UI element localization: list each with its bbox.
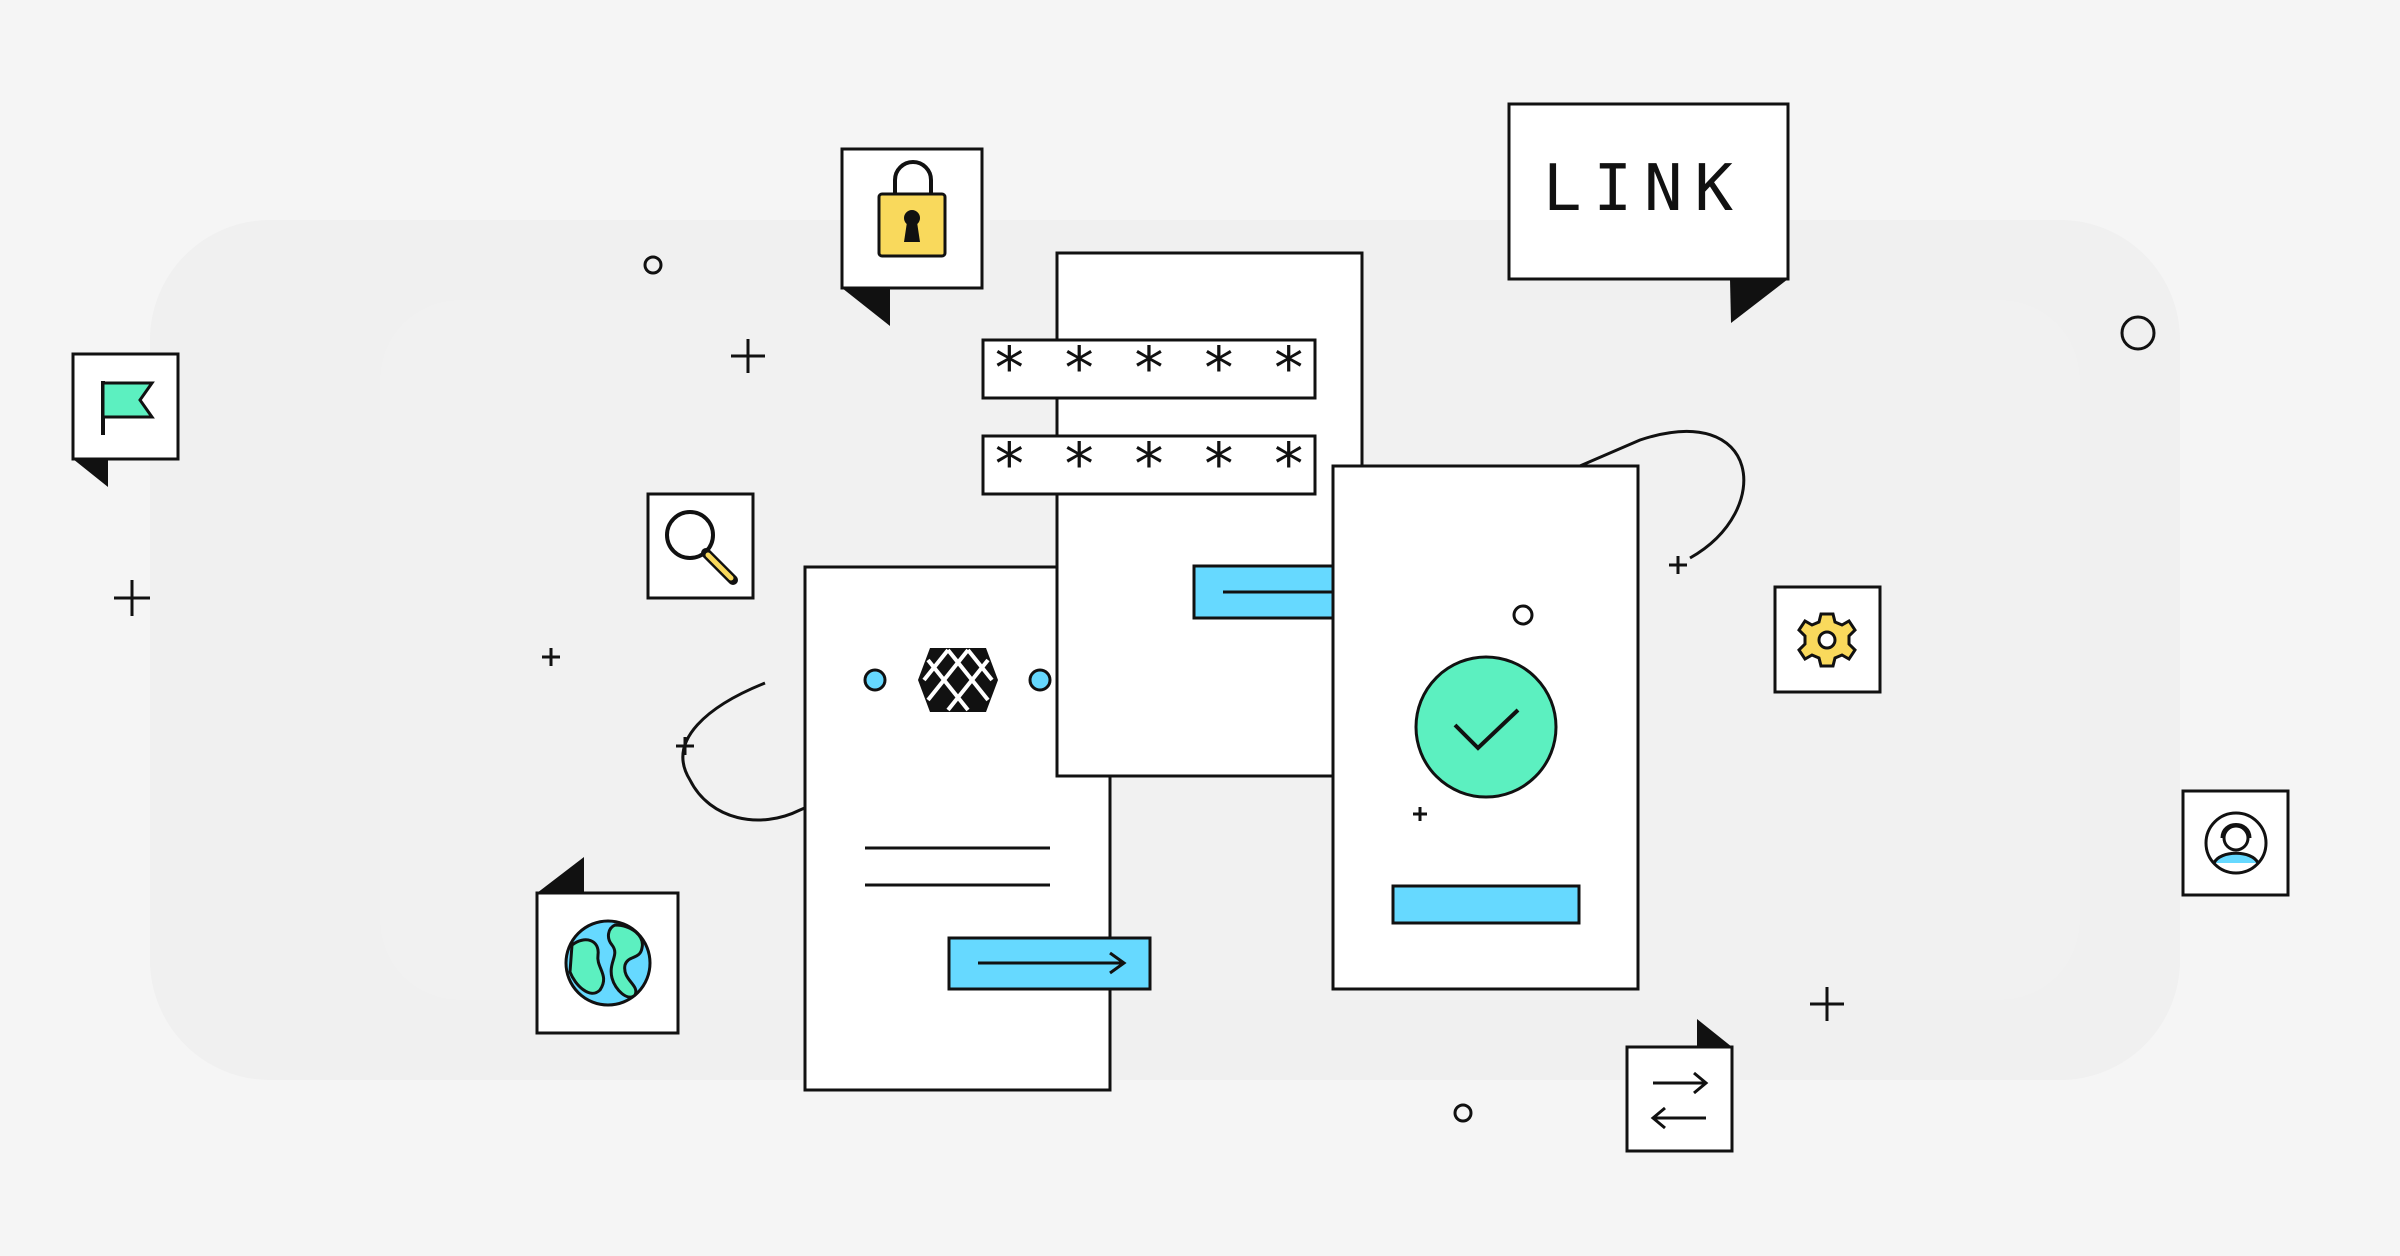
user-badge: [2181, 789, 2290, 897]
password-confirm-field[interactable]: * * * * *: [981, 430, 1317, 498]
lock-icon: [877, 160, 947, 258]
decor-circles: [643, 255, 2156, 1123]
swap-arrows-icon: [1650, 1071, 1709, 1130]
search-badge: [646, 492, 755, 600]
search-icon: [665, 510, 738, 585]
password-card: [1055, 251, 1364, 778]
decor-pluses: [114, 339, 1844, 1021]
confirm-button[interactable]: [1391, 884, 1581, 925]
flag-icon: [101, 381, 155, 435]
globe-icon: [564, 919, 652, 1007]
lock-badge: [840, 147, 984, 326]
checkmark-icon: [1453, 708, 1520, 751]
gear-icon: [1797, 612, 1857, 668]
logo-mark-icon: [918, 648, 998, 712]
next-button[interactable]: [947, 936, 1152, 991]
password-confirm-field-value: * * * * *: [992, 430, 1306, 498]
swap-badge: [1625, 1019, 1734, 1153]
password-field-value: * * * * *: [992, 334, 1306, 402]
login-card: [803, 565, 1112, 1092]
globe-badge: [535, 857, 680, 1035]
password-field[interactable]: * * * * *: [981, 334, 1317, 402]
connector-lines: [681, 429, 1746, 822]
user-icon: [2204, 811, 2268, 875]
link-card-label: LINK: [1543, 152, 1745, 226]
link-card: LINK: [1507, 102, 1790, 323]
gear-badge: [1773, 585, 1882, 694]
flag-badge: [71, 352, 180, 487]
